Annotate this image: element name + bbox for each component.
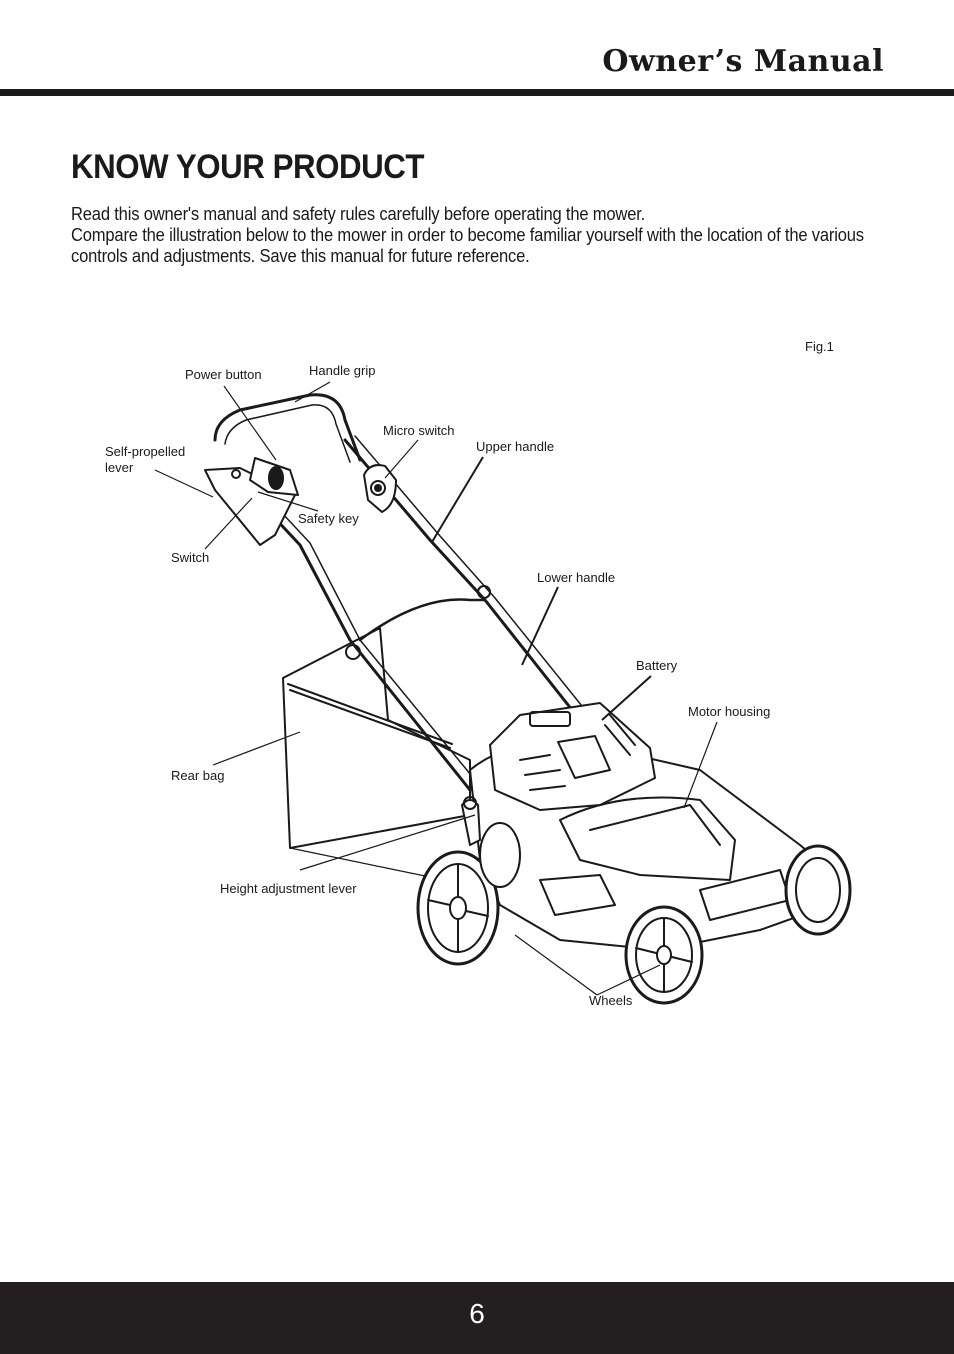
- section-title: KNOW YOUR PRODUCT: [71, 148, 425, 186]
- callout-motor-housing: Motor housing: [688, 704, 771, 719]
- callout-height-adjustment-lever: Height adjustment lever: [220, 881, 357, 896]
- battery-shape: [489, 702, 656, 811]
- callout-power-button: Power button: [185, 367, 262, 382]
- mower-illustration: [154, 381, 852, 1005]
- rear-right-wheel: [479, 822, 521, 888]
- header-divider: [0, 89, 954, 96]
- callout-lower-handle: Lower handle: [537, 570, 616, 585]
- callout-wheels: Wheels: [589, 993, 633, 1008]
- manual-title: Owner’s Manual: [602, 44, 884, 79]
- rear-left-wheel: [416, 850, 500, 966]
- intro-line-2: Compare the illustration below to the mo…: [71, 225, 864, 266]
- front-right-wheel: [784, 844, 852, 936]
- control-box: [204, 457, 299, 546]
- callout-upper-handle: Upper handle: [476, 439, 555, 454]
- page-number: 6: [469, 1298, 485, 1329]
- figure-label: Fig.1: [805, 339, 834, 354]
- callout-safety-key: Safety key: [298, 511, 359, 526]
- intro-text: Read this owner's manual and safety rule…: [71, 204, 881, 267]
- intro-line-1: Read this owner's manual and safety rule…: [71, 204, 646, 224]
- callout-battery: Battery: [636, 658, 678, 673]
- leader-lines: [154, 381, 718, 996]
- micro-switch-shape: [363, 464, 397, 513]
- callout-switch: Switch: [171, 550, 210, 565]
- callout-handle-grip: Handle grip: [309, 363, 376, 378]
- callout-self-propelled-lever: Self-propelled lever: [105, 444, 186, 475]
- callout-rear-bag: Rear bag: [171, 768, 225, 783]
- height-lever-shape: [461, 796, 481, 846]
- front-left-wheel: [624, 905, 704, 1005]
- callout-micro-switch: Micro switch: [383, 423, 455, 438]
- footer-bar: [0, 1282, 954, 1354]
